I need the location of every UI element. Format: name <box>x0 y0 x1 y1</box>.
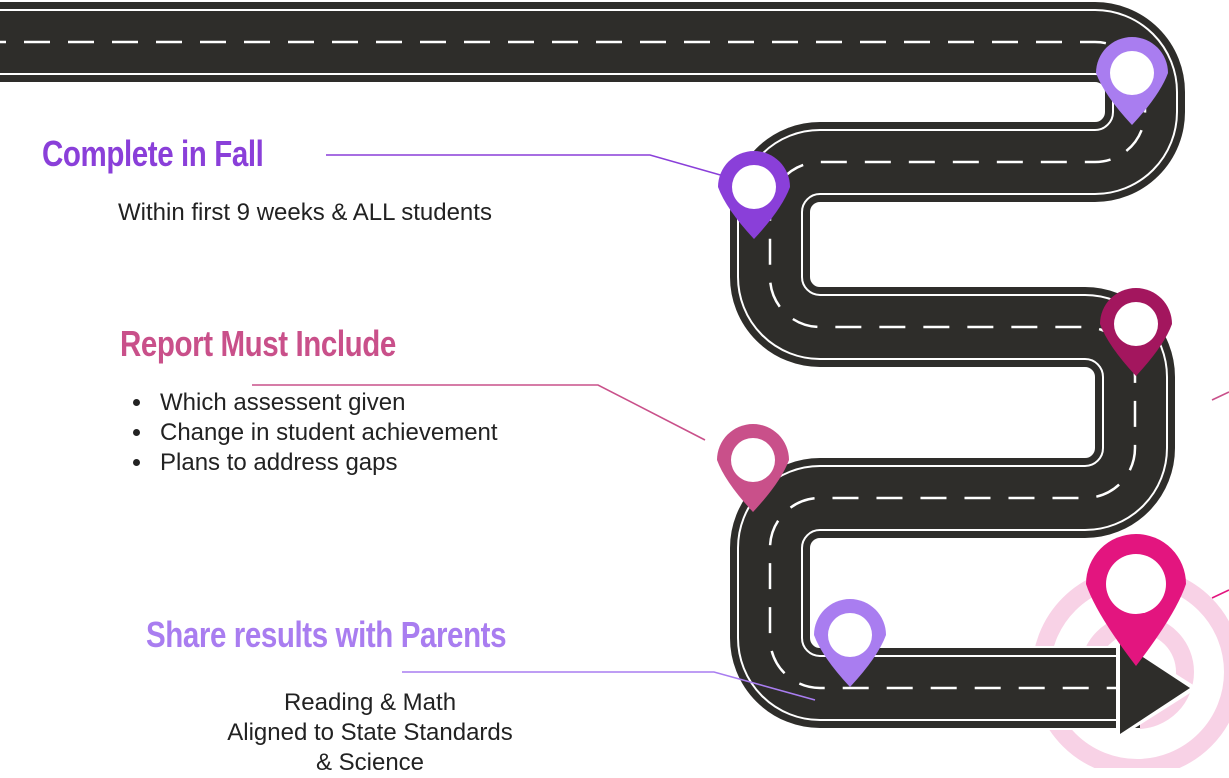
heading-share-results: Share results with Parents <box>146 614 507 655</box>
heading-complete-in-fall: Complete in Fall <box>42 133 264 174</box>
share-line: Aligned to State Standards <box>227 719 513 746</box>
text-complete-in-fall: Within first 9 weeks & ALL students <box>118 199 492 226</box>
pin-right-middle-icon <box>1100 288 1172 376</box>
pin-destination-icon <box>1086 534 1186 666</box>
pin-complete-in-fall-icon <box>718 151 790 239</box>
pin-report-icon <box>717 424 789 512</box>
pin-share-results-icon <box>814 599 886 687</box>
bullet-item: Plans to address gaps <box>154 448 498 478</box>
share-line: Reading & Math <box>283 689 457 716</box>
connector-lines <box>252 154 1229 701</box>
report-bullet-list: Which assessent given Change in student … <box>118 388 498 478</box>
bullet-item: Which assessent given <box>154 388 498 418</box>
heading-report-must-include: Report Must Include <box>120 323 396 364</box>
connector-share-results <box>402 671 816 701</box>
connector-offscreen-lower <box>1211 589 1229 599</box>
text-share-results: Reading & Math Aligned to State Standard… <box>170 688 570 778</box>
share-line: & Science <box>315 749 425 776</box>
bullet-item: Change in student achievement <box>154 418 498 448</box>
connector-report <box>252 384 706 441</box>
connector-complete-in-fall <box>326 154 746 183</box>
pin-top-right-icon <box>1096 37 1168 125</box>
connector-offscreen-upper <box>1211 391 1229 401</box>
